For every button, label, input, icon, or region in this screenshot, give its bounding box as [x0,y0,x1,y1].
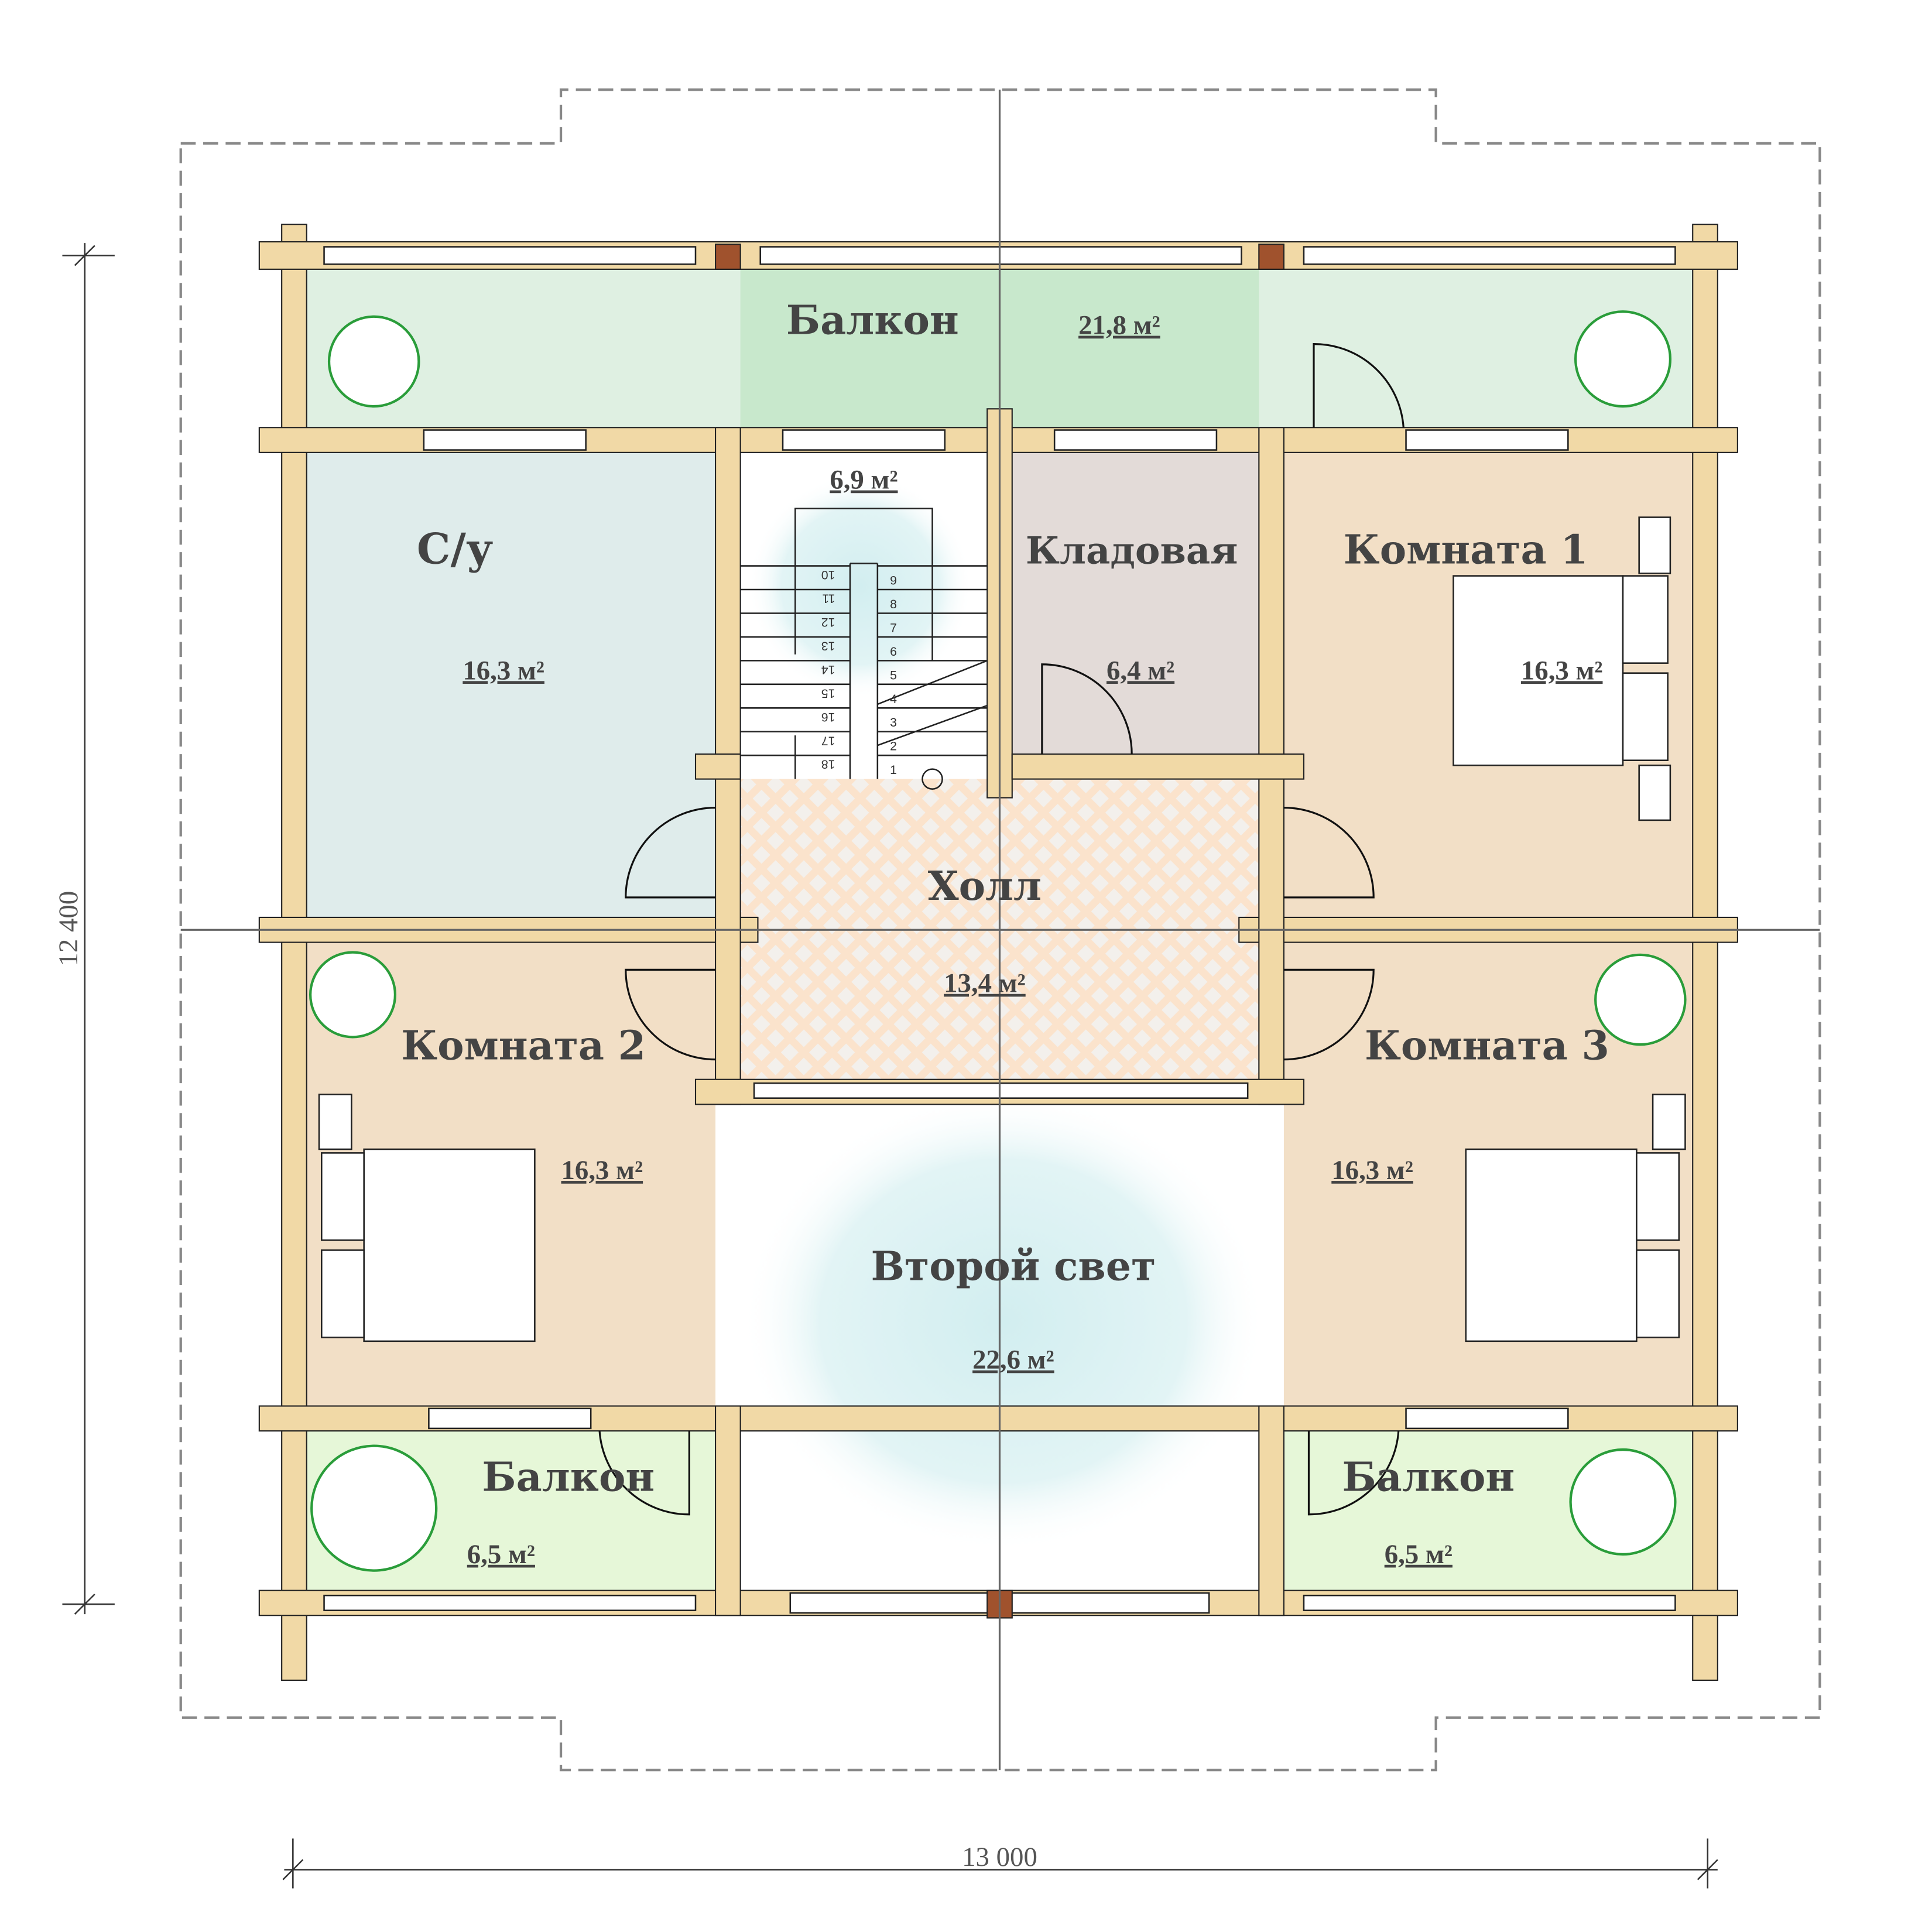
label-room1: Комната 1 [1344,526,1588,573]
label-bathroom: С/у [417,524,493,574]
label-hall: Холл [928,863,1042,910]
area-stairs: 6,9 м² [830,465,898,495]
staircase [740,508,988,790]
stair-step-down: 11 [822,592,835,606]
bed-room1 [1453,575,1624,766]
area-storage: 6,4 м² [1107,655,1174,686]
area-bathroom: 16,3 м² [463,655,544,686]
dimension-width-label: 13 000 [962,1842,1037,1872]
door-balcony-top[interactable] [1313,343,1405,428]
stair-step-up: 1 [890,763,897,777]
label-room3: Комната 3 [1365,1023,1609,1070]
label-room2: Комната 2 [401,1023,646,1070]
door-room1[interactable] [1283,807,1375,899]
door-balcony-left[interactable] [598,1431,690,1516]
storage [1012,452,1259,755]
label-balcony-left: Балкон [482,1454,655,1501]
plants [309,310,1687,1572]
stair-step-up: 2 [890,739,897,753]
label-balcony-right: Балкон [1342,1454,1515,1501]
plant-icon [1574,310,1672,408]
plant-icon [309,951,397,1039]
stair-step-down: 17 [821,734,835,748]
stair-step-down: 14 [821,663,835,677]
area-hall: 13,4 м² [944,968,1026,999]
stair-step-up: 4 [890,692,897,706]
stair-step-up: 8 [890,597,897,611]
door-balcony-right[interactable] [1307,1431,1400,1516]
door-room3[interactable] [1283,968,1375,1061]
stair-step-numbers: 1 10 2 11 3 12 4 13 5 14 6 15 7 16 8 17 9 18 [821,568,898,777]
plant-icon [327,315,420,408]
plant-icon [310,1444,438,1572]
area-balcony-right: 6,5 м² [1385,1539,1453,1570]
area-balcony-top: 21,8 м² [1078,310,1160,341]
stair-glow [748,474,972,698]
label-second-light: Второй свет [871,1244,1156,1290]
stair-step-down: 18 [821,758,835,772]
stair-step-up: 7 [890,621,897,635]
beds [318,516,1686,1342]
stair-step-down: 15 [821,686,835,700]
label-balcony-top: Балкон [786,297,959,344]
stair-step-down: 10 [821,568,835,582]
bed-room2 [363,1148,536,1342]
area-room3: 16,3 м² [1331,1155,1413,1186]
windows [323,246,1676,1614]
dimension-height-label: 12 400 [53,891,84,967]
plant-icon [1569,1448,1677,1556]
stair-step-up: 3 [890,715,897,729]
roof-outline [179,88,1821,1772]
area-second-light: 22,6 м² [972,1345,1054,1375]
label-storage: Кладовая [1026,529,1238,573]
stair-step-up: 5 [890,668,897,682]
bed-room3 [1465,1148,1638,1342]
dimension-width [282,1838,1718,1889]
plant-icon [1594,953,1687,1046]
door-bathroom[interactable] [625,807,716,899]
dimension-height [62,243,115,1615]
doors[interactable] [598,343,1405,1516]
stair-step-down: 13 [821,639,835,653]
second-light-glow [741,1090,1265,1552]
door-room2[interactable] [625,968,716,1061]
stair-step-up: 6 [890,645,897,659]
stair-step-up: 9 [890,574,897,588]
stair-step-down: 16 [821,710,835,724]
area-room1: 16,3 м² [1521,655,1603,686]
area-balcony-left: 6,5 м² [467,1539,535,1570]
door-storage[interactable] [1041,663,1133,755]
stair-step-down: 12 [821,615,835,629]
area-room2: 16,3 м² [561,1155,643,1186]
